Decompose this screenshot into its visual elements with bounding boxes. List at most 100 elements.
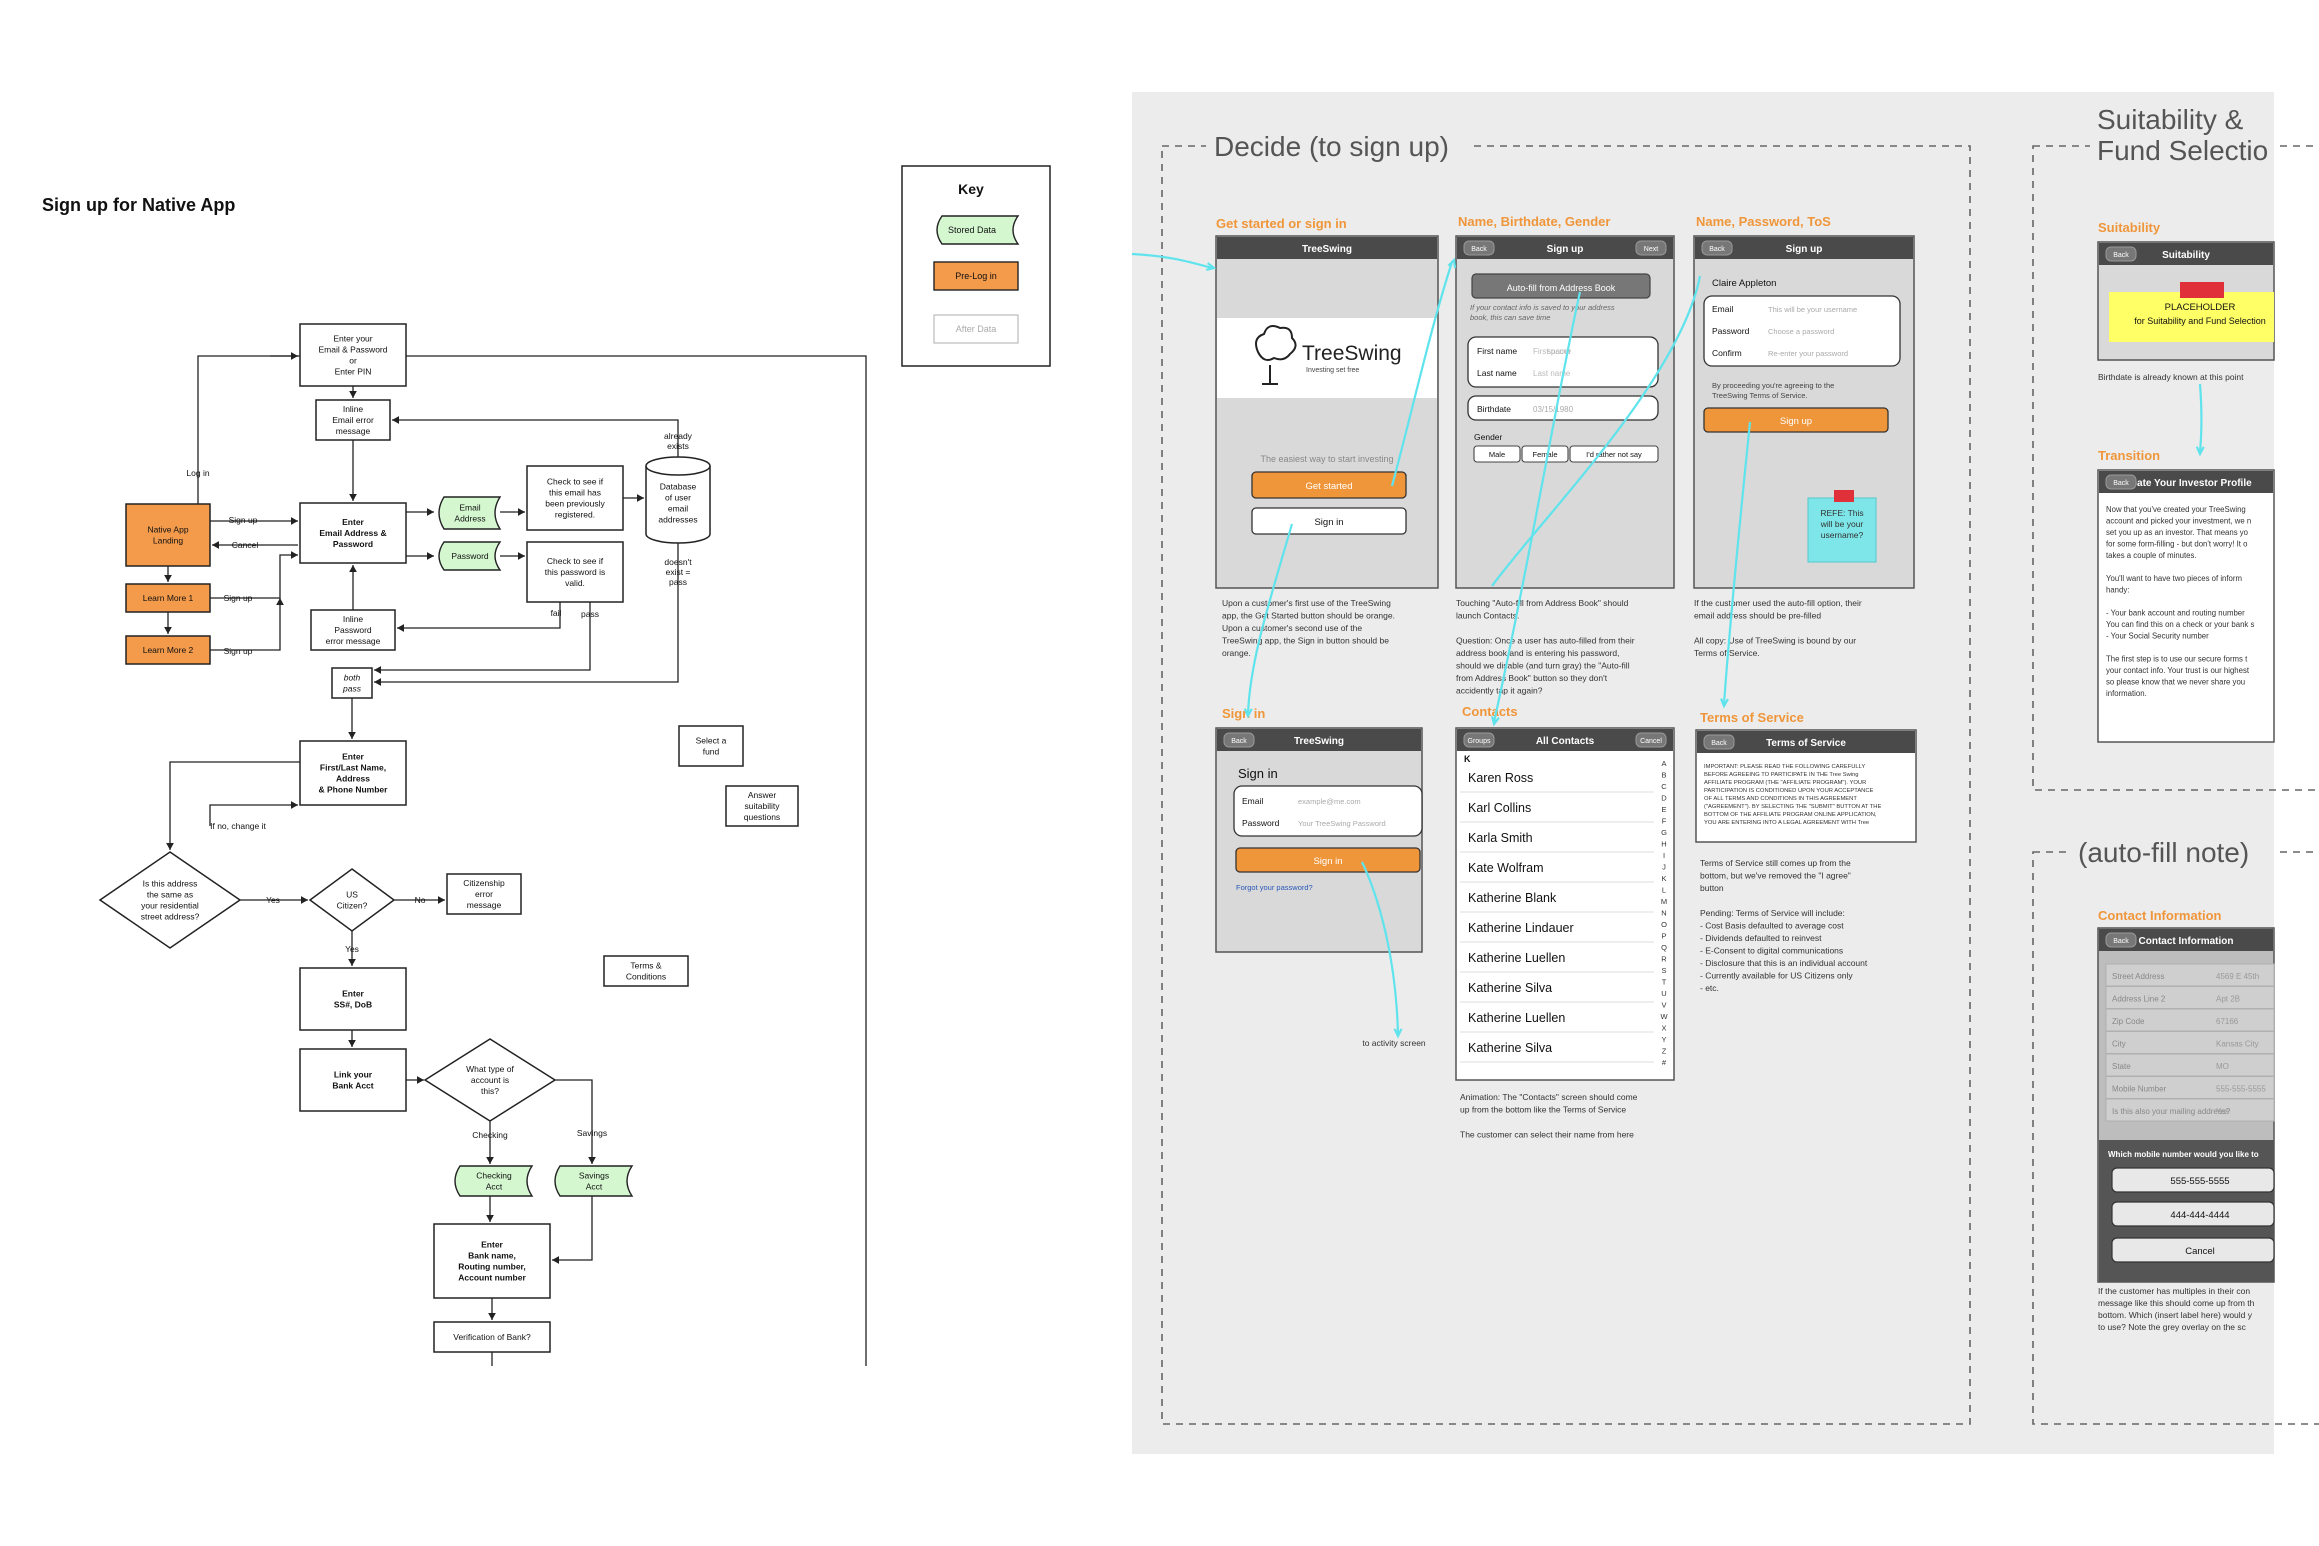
arrowhead — [291, 551, 298, 559]
edge-label-savings: Savings — [577, 1128, 607, 1138]
cyan-connector — [1492, 291, 1582, 723]
gender-option[interactable] — [1569, 445, 1659, 463]
alphabet-index-letter: N — [1661, 909, 1666, 918]
key-after-data-label: After Data — [956, 324, 997, 334]
name-fields-group[interactable] — [1467, 336, 1659, 388]
terms-note-line: - Dividends defaulted to reinvest — [1700, 933, 1822, 943]
account-type-node-label-line: account is — [471, 1075, 509, 1085]
enter-ssn-node-box — [299, 967, 407, 1031]
mobile-number-option[interactable] — [2111, 1167, 2275, 1193]
enter-name-address-node-box — [299, 740, 407, 806]
arrowhead — [349, 565, 357, 572]
screen-contacts-right-button[interactable] — [1635, 732, 1667, 748]
contact-field-label: Street Address — [2112, 972, 2164, 981]
enter-bank-info-node-label-line: Routing number, — [458, 1261, 526, 1271]
gender-option-label: I'd rather not say — [1586, 450, 1642, 459]
key-pre-login-label: Pre-Log in — [955, 271, 997, 281]
arrowhead — [427, 552, 434, 560]
suitability-section-title-line: Suitability & — [2097, 104, 2244, 135]
autofill-hint-line: If your contact info is saved to your ad… — [1470, 303, 1615, 312]
screen-suitability-back-button[interactable] — [2105, 246, 2137, 262]
email-label: Email — [1712, 304, 1733, 314]
get-started-button[interactable] — [1251, 471, 1407, 499]
name-birthdate-note-line: should we disable (and turn gray) the "A… — [1456, 661, 1630, 671]
screen-contacts-back-button[interactable] — [1463, 732, 1495, 748]
arrowhead — [349, 391, 357, 398]
transition-body-line: You'll want to have two pieces of inform — [2106, 574, 2242, 583]
screen-contacts-nav-title: All Contacts — [1536, 736, 1595, 747]
screen-name-birthdate-right-button[interactable] — [1635, 240, 1667, 256]
arrowhead — [349, 494, 357, 501]
screen-sign-in-navbar — [1217, 729, 1421, 751]
arrowhead — [518, 552, 525, 560]
savings-acct-node-label-line: Savings — [579, 1170, 609, 1180]
name-password-note-line: If the customer used the auto-fill optio… — [1694, 598, 1862, 608]
get-started-note-line: app, the Get Started button should be or… — [1222, 611, 1395, 621]
citizenship-error-node-label-line: error — [475, 889, 493, 899]
edge-label-doesnt-exist-line: pass — [669, 577, 687, 587]
confirm-label: Confirm — [1712, 348, 1742, 358]
screen-name-password-nav-title: Sign up — [1786, 244, 1823, 255]
us-citizen-node-label-line: Citizen? — [337, 900, 368, 910]
screen-contact-information-back-button[interactable] — [2105, 932, 2137, 948]
first-name-label: First name — [1477, 346, 1517, 356]
terms-note-line: bottom, but we've removed the "I agree" — [1700, 871, 1851, 881]
contact-field-row[interactable] — [2105, 1098, 2275, 1122]
link-bank-node-label-line: Bank Acct — [332, 1080, 373, 1090]
check-password-node-label-line: this password is — [545, 567, 605, 577]
password-label: Password — [1712, 326, 1750, 336]
alphabet-index-letter: P — [1661, 932, 1666, 941]
screen-name-birthdate-back-button[interactable] — [1463, 240, 1495, 256]
account-type-node-label-line: What type of — [466, 1064, 514, 1074]
autofill-button[interactable] — [1471, 273, 1651, 299]
enter-bank-info-node-label-line: Account number — [458, 1272, 526, 1282]
legal-text-line: ("AGREEMENT"). BY SELECTING THE "SUBMIT"… — [1704, 804, 1881, 810]
screen-sign-in-back-button[interactable] — [1223, 732, 1255, 748]
sign-in-fields[interactable] — [1233, 785, 1423, 837]
screen-suitability-back-label: Back — [2113, 252, 2129, 259]
check-email-node-label-line: Check to see if — [547, 476, 604, 486]
edge-label-if-no: If no, change it — [210, 821, 266, 831]
sign-in-submit-button[interactable] — [1235, 847, 1421, 873]
alphabet-index-letter: Q — [1661, 943, 1667, 952]
birthdate-field[interactable] — [1467, 395, 1659, 421]
contact-field-value: Apt 2B — [2216, 995, 2240, 1004]
get-started-note-line: Upon a customer's first use of the TreeS… — [1222, 598, 1391, 608]
contact-field-row[interactable] — [2105, 1053, 2275, 1077]
gender-option[interactable] — [1521, 445, 1569, 463]
contact-item: Katherine Blank — [1468, 891, 1557, 905]
alphabet-index-letter: C — [1661, 782, 1667, 791]
screen-transition-back-button[interactable] — [2105, 474, 2137, 490]
mobile-number-option[interactable] — [2111, 1201, 2275, 1227]
action-sheet-cancel-button[interactable] — [2111, 1237, 2275, 1263]
cyan-arrowhead — [2195, 446, 2205, 457]
address-question-node-label-line: the same as — [147, 889, 193, 899]
screen-name-password-back-button[interactable] — [1701, 240, 1733, 256]
contact-item: Karl Collins — [1468, 801, 1531, 815]
connector-line — [374, 543, 679, 683]
connector-line — [392, 419, 679, 457]
screen-suitability-navbar — [2099, 243, 2273, 265]
treeswing-tagline: Investing set free — [1306, 367, 1359, 374]
credentials-group[interactable] — [1703, 295, 1901, 367]
contacts-note-line: The customer can select their name from … — [1460, 1130, 1634, 1140]
screen-get-started-navbar — [1217, 237, 1437, 259]
gender-option[interactable] — [1473, 445, 1521, 463]
placeholder-tape — [2180, 282, 2224, 298]
transition-body-line: The first step is to use our secure form… — [2106, 655, 2248, 664]
email-address-data-node-label-line: Address — [454, 513, 485, 523]
answer-suitability-node-label-line: Answer — [748, 790, 777, 800]
screen-terms-of-service-back-button[interactable] — [1703, 734, 1735, 750]
mobile-number-option-label: 555-555-5555 — [2170, 1176, 2229, 1187]
contact-field-label: State — [2112, 1062, 2131, 1071]
contact-field-label: City — [2112, 1040, 2126, 1049]
